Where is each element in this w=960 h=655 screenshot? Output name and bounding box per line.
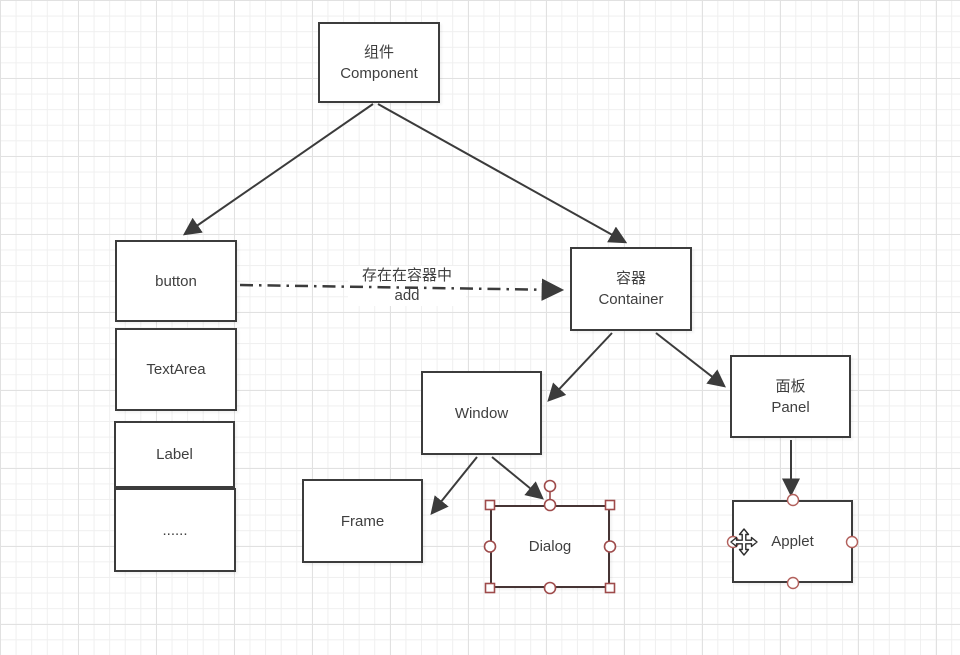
node-container-label-cn: 容器 [615,270,646,287]
node-ellipsis[interactable]: ...... [114,488,236,572]
node-component-label-cn: 组件 [363,43,394,61]
node-container[interactable]: 容器 Container [570,247,692,331]
edge-container-window[interactable] [547,332,613,402]
node-button-label: button [155,272,197,290]
node-panel[interactable]: 面板 Panel [730,355,851,438]
edge-container-panel[interactable] [655,332,726,388]
node-container-label-en: Container [598,291,664,308]
edge-label-add[interactable]: 存在在容器中 add [348,266,466,306]
node-dialog-label: Dialog [528,538,572,555]
edge-component-container[interactable] [377,103,628,244]
node-frame-label: Frame [340,512,385,530]
node-component-label-en: Component [340,64,418,82]
node-window-label: Window [454,404,509,422]
node-window[interactable]: Window [421,371,542,455]
node-component[interactable]: 组件 Component [318,22,440,103]
node-dialog[interactable]: Dialog [490,505,610,588]
edge-window-dialog[interactable] [491,456,544,500]
node-label-label: Label [156,446,193,463]
node-button[interactable]: button [115,240,237,322]
node-panel-label-cn: 面板 [775,377,806,395]
node-frame[interactable]: Frame [302,479,423,563]
node-panel-label-en: Panel [771,398,810,416]
node-textarea[interactable]: TextArea [115,328,237,411]
node-applet-label: Applet [771,533,814,550]
edge-component-button[interactable] [182,103,374,236]
rotate-handle[interactable] [543,479,557,493]
node-ellipsis-label: ...... [162,521,188,539]
edge-label-line1: 存在在容器中 [361,267,452,284]
edge-label-line2: add [394,287,420,304]
edge-window-frame[interactable] [430,456,478,515]
node-label[interactable]: Label [114,421,235,488]
node-textarea-label: TextArea [146,361,206,378]
node-applet[interactable]: Applet [732,500,853,583]
